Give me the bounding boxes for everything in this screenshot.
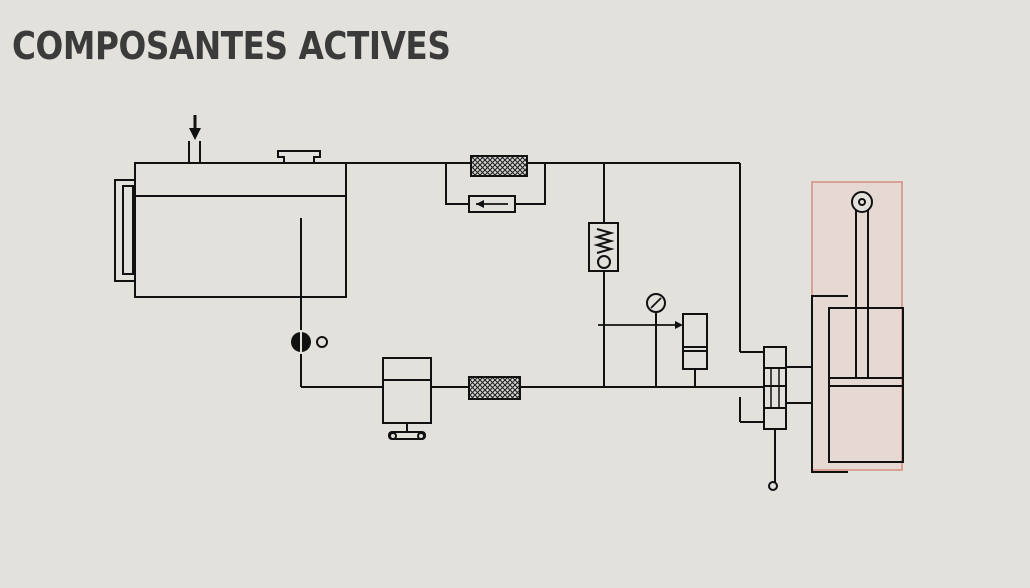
breather-inlet (188, 115, 201, 163)
reservoir (114, 162, 347, 298)
shutoff-valve (291, 330, 328, 354)
filler-cap (277, 150, 321, 163)
pump (382, 357, 432, 440)
left-arrow-icon (476, 200, 484, 208)
hydraulic-cylinder (811, 191, 904, 473)
relief-valve (588, 163, 619, 387)
pressure-gauge (598, 293, 683, 387)
slide-title: COMPOSANTES ACTIVES (12, 24, 451, 68)
accumulator (682, 313, 708, 387)
pressure-filter (468, 376, 521, 400)
down-arrow-icon (189, 128, 201, 140)
return-filter (470, 155, 528, 177)
check-valve (445, 163, 546, 213)
directional-valve (763, 346, 812, 491)
